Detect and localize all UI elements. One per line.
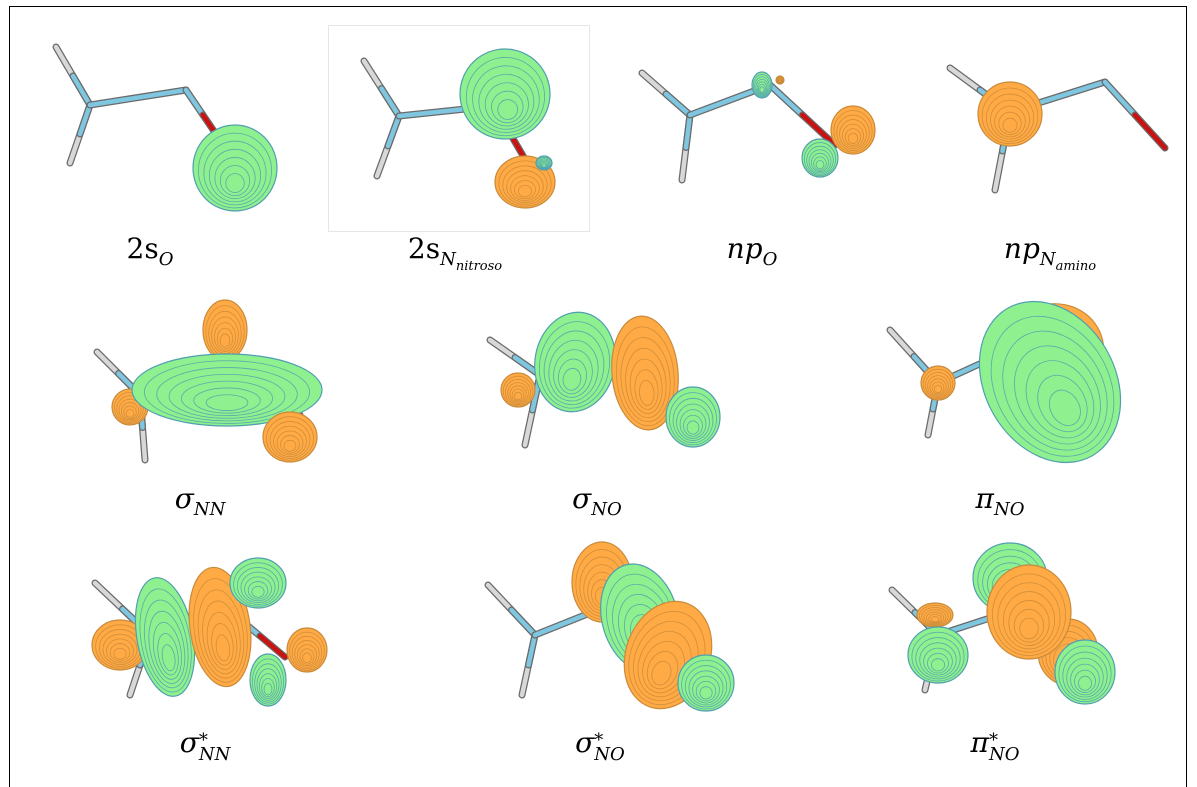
positive-lobe bbox=[131, 353, 323, 427]
label-2s-n-nitroso: 2sNnitroso bbox=[407, 232, 503, 274]
label-sigma-star-nn: σ*NN bbox=[179, 726, 231, 765]
orbital-sigma-nn-render bbox=[85, 290, 345, 475]
bond bbox=[800, 112, 838, 148]
bond bbox=[385, 113, 402, 149]
label-2s-o: 2sO bbox=[126, 232, 174, 270]
positive-lobe bbox=[978, 300, 1122, 464]
bond bbox=[663, 91, 693, 118]
positive-lobe bbox=[665, 386, 721, 448]
label-np-o: npO bbox=[726, 232, 778, 270]
negative-lobe bbox=[977, 81, 1043, 147]
negative-lobe bbox=[830, 105, 876, 155]
molecule-svg bbox=[486, 311, 721, 449]
negative-lobe bbox=[262, 411, 318, 463]
positive-lobe bbox=[677, 654, 735, 712]
positive-lobe bbox=[229, 557, 287, 609]
label-sigma-no: σNO bbox=[572, 482, 622, 520]
label-pi-star-no: π*NO bbox=[970, 726, 1020, 765]
orbital-2s-n-nitroso-render bbox=[328, 25, 590, 232]
negative-lobe bbox=[202, 299, 248, 361]
bond bbox=[379, 86, 402, 119]
molecule-svg bbox=[946, 64, 1169, 194]
bond bbox=[683, 112, 693, 150]
molecule-svg bbox=[888, 542, 1116, 705]
negative-lobe bbox=[916, 602, 954, 628]
molecule-svg bbox=[886, 300, 1122, 464]
molecule-svg bbox=[638, 69, 876, 184]
negative-lobe bbox=[775, 75, 785, 85]
label-sigma-star-no: σ*NO bbox=[575, 726, 625, 765]
negative-lobe bbox=[611, 315, 679, 431]
bond bbox=[767, 82, 805, 118]
positive-lobe bbox=[459, 48, 551, 140]
orbital-np-n-amino-render bbox=[930, 40, 1180, 230]
molecule-svg bbox=[360, 48, 556, 209]
positive-lobe bbox=[535, 155, 553, 171]
label-np-n-amino: npNamino bbox=[1003, 232, 1097, 274]
orbital-2s-o-render bbox=[28, 25, 298, 230]
bond bbox=[257, 633, 288, 660]
orbital-sigma-star-nn-render bbox=[85, 545, 345, 720]
orbital-np-o-render bbox=[630, 40, 890, 230]
bond bbox=[526, 632, 538, 668]
molecule-svg bbox=[93, 299, 323, 464]
bond bbox=[509, 607, 538, 638]
negative-lobe bbox=[286, 627, 328, 673]
orbital-pi-star-no-render bbox=[880, 540, 1140, 725]
negative-lobe bbox=[91, 619, 149, 671]
positive-lobe bbox=[751, 71, 773, 99]
positive-lobe bbox=[249, 653, 287, 707]
orbital-sigma-star-no-render bbox=[480, 540, 750, 720]
label-pi-no: πNO bbox=[975, 482, 1025, 520]
positive-lobe bbox=[907, 626, 969, 684]
orbital-pi-no-render bbox=[870, 300, 1150, 475]
molecule-svg bbox=[91, 557, 328, 707]
positive-lobe bbox=[534, 311, 616, 413]
bond bbox=[77, 102, 93, 137]
negative-lobe bbox=[986, 564, 1072, 660]
positive-lobe bbox=[801, 138, 839, 178]
bond bbox=[87, 87, 189, 108]
positive-lobe bbox=[1054, 639, 1116, 705]
molecule-svg bbox=[484, 541, 735, 712]
label-sigma-nn: σNN bbox=[174, 482, 226, 520]
figure-frame bbox=[9, 6, 1187, 787]
negative-lobe bbox=[920, 365, 956, 401]
negative-lobe bbox=[500, 372, 536, 408]
bond bbox=[70, 73, 93, 108]
positive-lobe bbox=[192, 124, 278, 212]
molecule-svg bbox=[52, 43, 278, 212]
orbital-sigma-no-render bbox=[480, 295, 740, 470]
bond bbox=[1132, 112, 1168, 151]
bond bbox=[1102, 79, 1138, 118]
bond bbox=[183, 87, 206, 118]
